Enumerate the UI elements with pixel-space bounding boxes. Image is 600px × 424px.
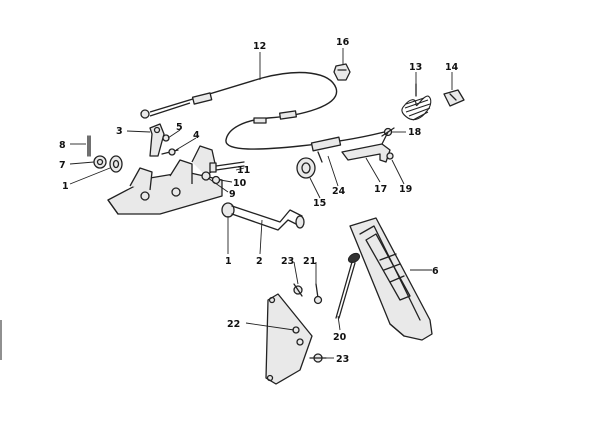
callout-20: 20 <box>333 332 347 343</box>
bushing-1-left <box>109 155 123 173</box>
bolt-23-upper <box>293 283 303 297</box>
callout-7: 7 <box>59 160 66 171</box>
bushing-15 <box>296 157 316 179</box>
callout-17: 17 <box>374 184 387 195</box>
callout-2: 2 <box>256 256 263 267</box>
callout-13: 13 <box>409 62 422 73</box>
callout-23-upper: 23 <box>281 256 294 267</box>
callout-5: 5 <box>176 122 183 133</box>
callout-21: 21 <box>303 256 316 267</box>
throttle-cable <box>140 71 393 150</box>
accelerator-pedal-6 <box>349 217 433 341</box>
pedal-rod-20 <box>335 252 361 319</box>
pin-8 <box>87 135 91 157</box>
callout-1-left: 1 <box>62 181 69 192</box>
callout-6: 6 <box>432 266 439 277</box>
pedal-shaft-2 <box>221 202 305 231</box>
callout-19: 19 <box>399 184 412 195</box>
callout-12: 12 <box>253 41 266 52</box>
callout-14: 14 <box>445 62 459 73</box>
clip-16 <box>333 63 351 81</box>
callout-3: 3 <box>116 126 123 137</box>
bushing-7 <box>93 155 107 169</box>
screw-11 <box>209 161 245 173</box>
callout-18: 18 <box>408 127 422 138</box>
callout-22: 22 <box>227 319 240 330</box>
callout-11: 11 <box>237 165 250 176</box>
callout-24: 24 <box>332 186 346 197</box>
lever-3 <box>149 123 179 157</box>
callout-10: 10 <box>233 178 247 189</box>
callout-9: 9 <box>229 189 236 200</box>
washer-10 <box>211 175 221 185</box>
bracket-14 <box>443 89 465 107</box>
callout-4: 4 <box>193 130 200 141</box>
callout-1-lower: 1 <box>225 256 232 267</box>
mounting-plate-22 <box>265 293 313 385</box>
pedal-bracket-base <box>107 145 223 215</box>
callout-23-lower: 23 <box>336 354 349 365</box>
callout-16: 16 <box>336 37 350 48</box>
bolt-21 <box>313 283 323 305</box>
leader-lines <box>69 48 453 359</box>
cable-bracket <box>310 131 394 163</box>
callout-8: 8 <box>59 140 66 151</box>
callout-15: 15 <box>313 198 326 209</box>
return-spring-13 <box>401 83 432 121</box>
